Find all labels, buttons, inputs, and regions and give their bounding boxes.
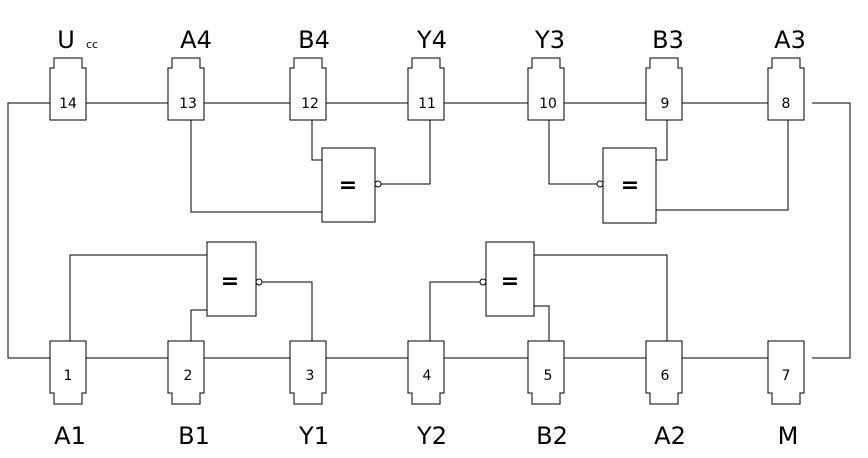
pin-label: A4 (180, 26, 212, 54)
pin-label: B3 (652, 26, 684, 54)
xnor-gate-4: = (321, 147, 382, 223)
bottom-pin-4: 4 Y2 (407, 340, 447, 450)
pin-number: 9 (661, 96, 670, 112)
pin-number: 12 (301, 96, 319, 112)
pin-number: 7 (782, 368, 791, 384)
top-pin-9: 9 B3 (645, 26, 684, 121)
gate-wiring (69, 120, 789, 341)
pin-number: 6 (661, 368, 670, 384)
top-pin-8: 8 A3 (767, 26, 806, 121)
bottom-pin-5: 5 B2 (527, 340, 568, 450)
gate-symbol: = (621, 173, 639, 198)
pin-number: 5 (544, 368, 553, 384)
bottom-pin-2: 2 B1 (167, 340, 210, 450)
top-pin-12: 12 B4 (289, 26, 330, 121)
top-pin-13: 13 A4 (167, 26, 212, 121)
pin-label: Y2 (416, 422, 447, 450)
power-wiring (7, 102, 851, 359)
pin-number: 1 (64, 368, 73, 384)
bottom-pin-7: 7 M (767, 340, 805, 450)
xnor-gate-3: = (596, 147, 657, 224)
bottom-pin-1: 1 A1 (49, 340, 87, 450)
pin-label: Y3 (534, 26, 565, 54)
pin-number: 13 (179, 96, 197, 112)
pin-label: A1 (54, 422, 86, 450)
bottom-pin-3: 3 Y1 (289, 340, 329, 450)
top-pin-14: 14 U cc (49, 26, 98, 121)
pin-label: A3 (774, 26, 806, 54)
pin-number: 4 (423, 368, 432, 384)
pin-label: B4 (298, 26, 330, 54)
pin-label: Y1 (298, 422, 329, 450)
top-pin-11: 11 Y4 (407, 26, 447, 121)
gate-symbol: = (501, 269, 519, 294)
pin-number: 14 (59, 96, 77, 112)
pin-number: 8 (782, 96, 791, 112)
pin-number: 3 (306, 368, 315, 384)
bottom-pin-6: 6 A2 (645, 340, 686, 450)
xnor-gate-1: = (206, 241, 263, 317)
pin-label: Y4 (416, 26, 447, 54)
pin-number: 11 (418, 96, 436, 112)
pin-label: B1 (178, 422, 210, 450)
pin-label-subscript: cc (86, 38, 98, 51)
pin-row-wiring (86, 102, 768, 359)
pin-label: B2 (536, 422, 568, 450)
xnor-gate-2: = (479, 241, 535, 317)
pin-label: U (57, 26, 75, 54)
pin-number: 10 (539, 96, 557, 112)
pin-label: A2 (654, 422, 686, 450)
gate-symbol: = (339, 173, 357, 198)
gate-symbol: = (221, 269, 239, 294)
pin-number: 2 (184, 368, 193, 384)
pin-label: M (778, 422, 799, 450)
top-pin-10: 10 Y3 (527, 26, 565, 121)
